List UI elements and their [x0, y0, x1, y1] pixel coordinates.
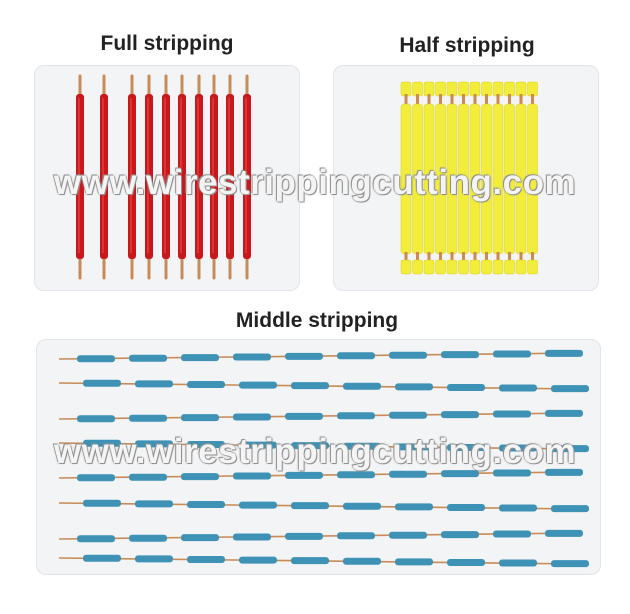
yellow-wire	[469, 81, 481, 275]
yellow-wire	[481, 81, 492, 275]
blue-wire	[58, 499, 589, 513]
blue-wire	[58, 379, 589, 393]
red-wire	[210, 74, 218, 280]
full-stripping-wires-image	[76, 74, 251, 280]
red-wire	[226, 74, 234, 280]
full-stripping-panel	[34, 65, 300, 291]
half-stripping-panel	[333, 65, 599, 291]
yellow-wire	[458, 81, 469, 275]
yellow-wire	[527, 81, 538, 275]
yellow-wire	[400, 81, 412, 275]
red-wire	[100, 74, 108, 280]
blue-wire	[58, 349, 583, 363]
red-wire	[128, 74, 136, 280]
yellow-wire	[435, 81, 446, 275]
red-wire	[76, 74, 84, 280]
yellow-wire	[412, 81, 423, 275]
yellow-wire	[515, 81, 527, 275]
yellow-wire	[504, 81, 515, 275]
title-middle-stripping: Middle stripping	[235, 309, 399, 332]
blue-wire	[58, 529, 583, 543]
yellow-wire	[423, 81, 435, 275]
half-stripping-wires-image	[400, 81, 538, 275]
middle-stripping-wires-image	[58, 349, 589, 568]
red-wire	[243, 74, 251, 280]
blue-wire	[58, 468, 583, 482]
watermark-top: www.wirestrippingcutting.com	[53, 163, 577, 202]
blue-wire	[58, 554, 589, 568]
red-wire	[162, 74, 170, 280]
middle-stripping-panel	[36, 339, 601, 575]
yellow-wire	[492, 81, 504, 275]
title-full-stripping: Full stripping	[100, 32, 234, 55]
blue-wire	[58, 409, 583, 423]
title-half-stripping: Half stripping	[399, 34, 535, 57]
watermark-bottom: www.wirestrippingcutting.com	[53, 432, 577, 471]
red-wire	[178, 74, 186, 280]
red-wire	[195, 74, 203, 280]
blue-wire	[58, 439, 589, 453]
yellow-wire	[446, 81, 458, 275]
red-wire	[145, 74, 153, 280]
